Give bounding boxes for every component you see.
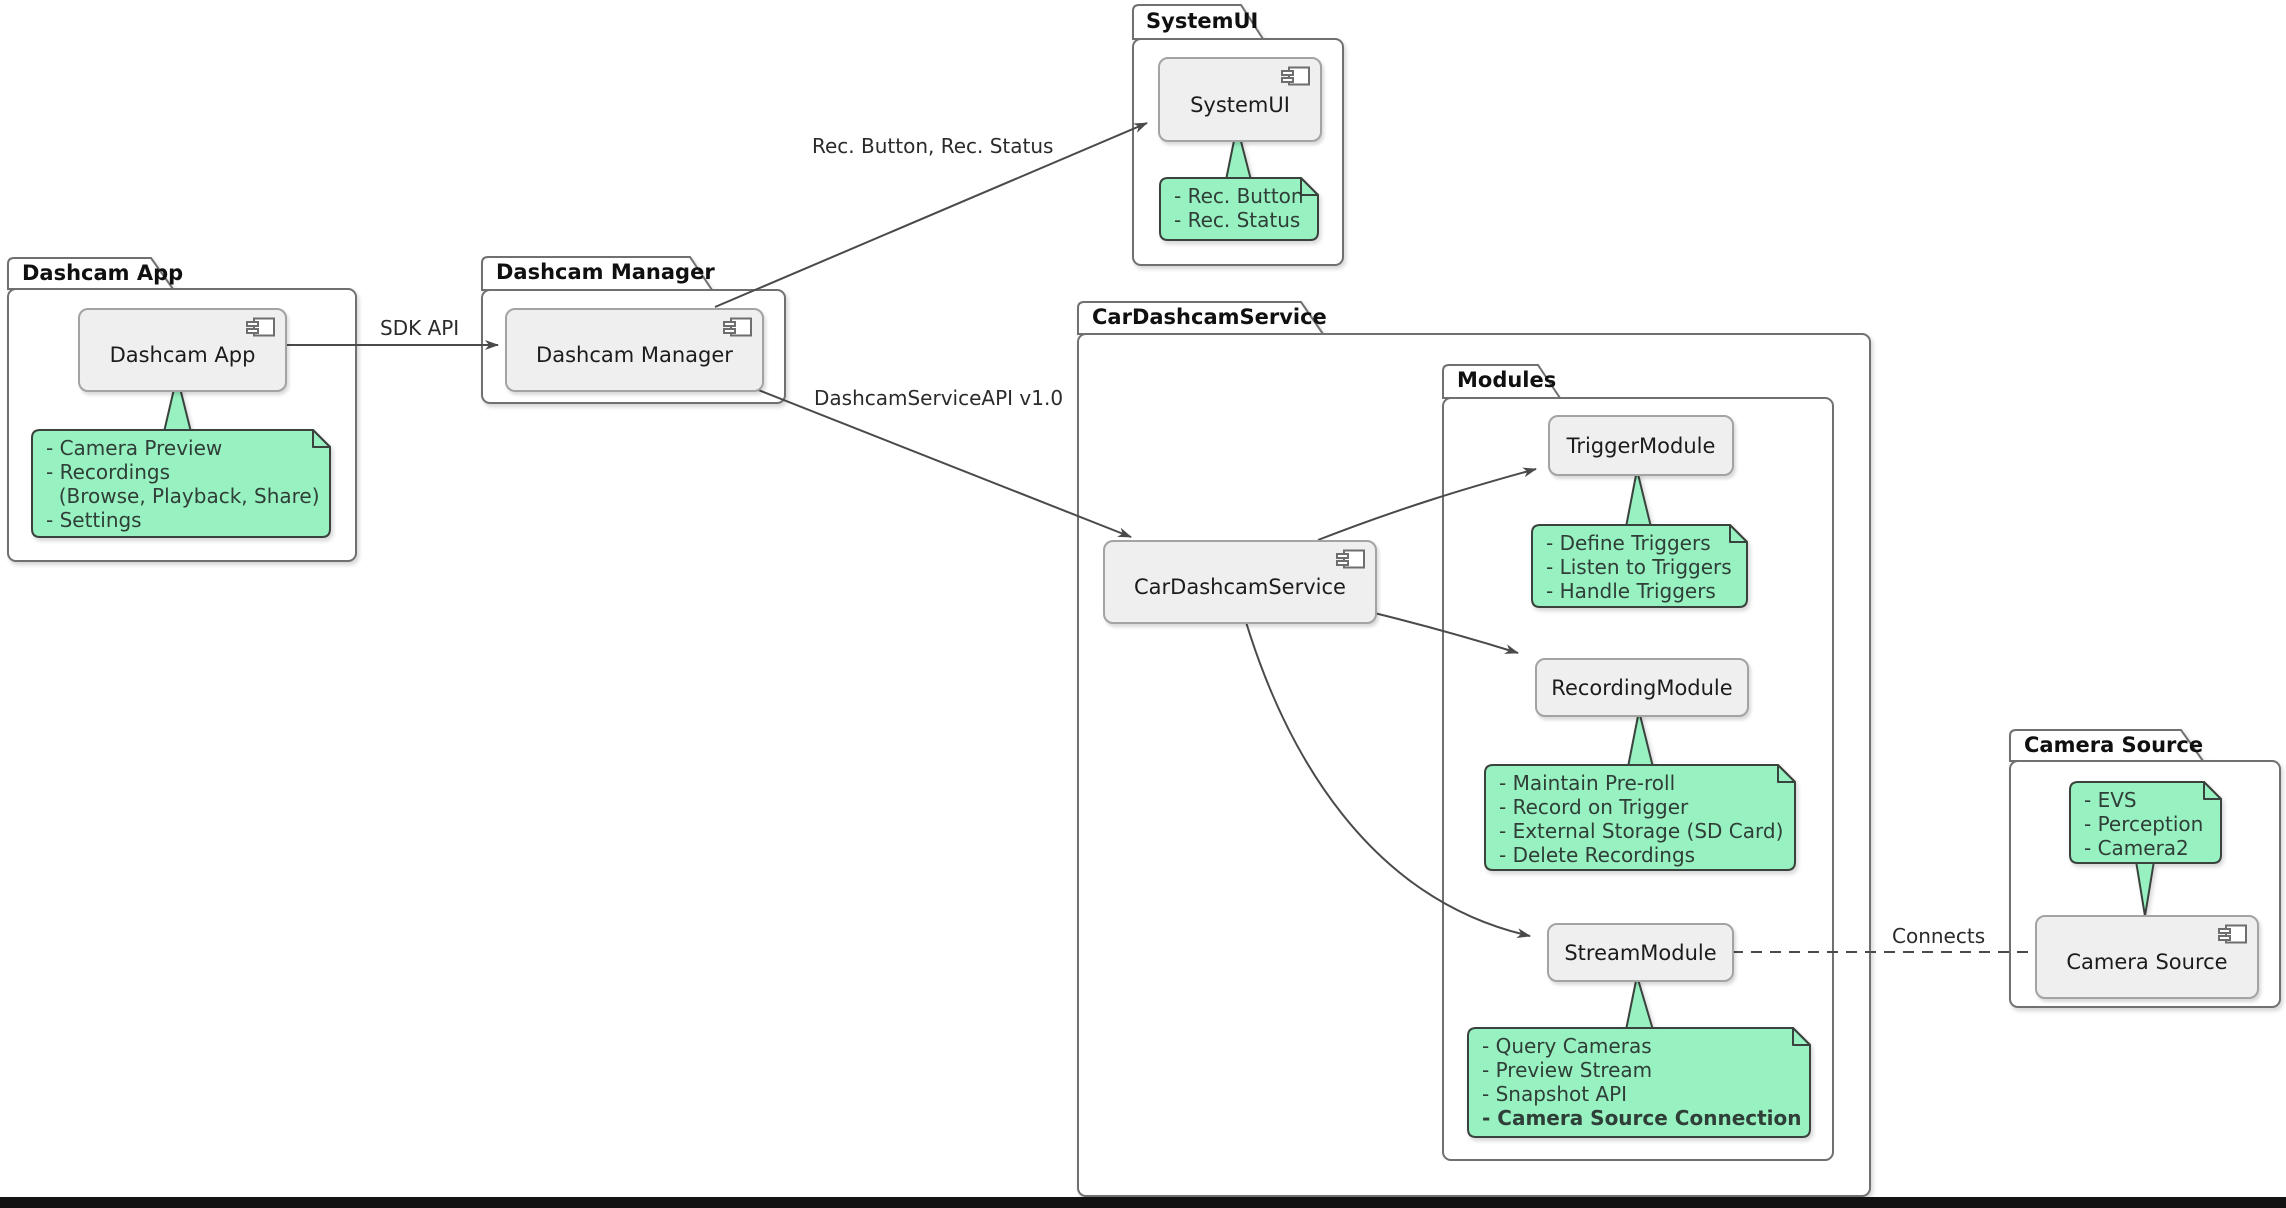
component-label: Dashcam App <box>109 343 256 367</box>
package-title-cardashcamservice: CarDashcamService <box>1092 305 1327 329</box>
edge-label-service-api: DashcamServiceAPI v1.0 <box>814 386 1064 410</box>
note-fold-dashcam-app <box>312 429 331 448</box>
note-line: - Listen to Triggers <box>1546 555 1732 579</box>
note-line: - Rec. Status <box>1174 208 1301 232</box>
component-label: SystemUI <box>1190 92 1290 117</box>
component-label: Camera Source <box>2066 950 2228 974</box>
note-text-camera-source: - EVS- Perception- Camera2 <box>2084 788 2203 860</box>
note-fold-stream-module <box>1792 1027 1811 1046</box>
component-stream-module: StreamModule <box>1547 923 1734 982</box>
package-title-dashcam-app: Dashcam App <box>22 261 184 285</box>
edge-to-stream-module <box>1242 611 1531 939</box>
package-tab-cardashcamservice <box>1077 301 1325 335</box>
package-title-camera-source: Camera Source <box>2024 733 2204 757</box>
component-label: Dashcam Manager <box>536 343 733 367</box>
edge-rec-status <box>714 122 1148 308</box>
note-line: - External Storage (SD Card) <box>1499 819 1784 843</box>
note-text-systemui: - Rec. Button- Rec. Status <box>1174 184 1304 232</box>
note-line: - Perception <box>2084 812 2204 836</box>
note-camera-source <box>2069 781 2222 864</box>
package-tab-dashcam-app <box>7 257 175 290</box>
component-icon <box>1336 549 1365 569</box>
package-tab-camera-source <box>2009 729 2205 762</box>
note-text-recording-module: - Maintain Pre-roll- Record on Trigger- … <box>1499 771 1783 867</box>
note-line: - Query Cameras <box>1482 1034 1652 1058</box>
note-fold-camera-source <box>2203 781 2222 800</box>
package-title-systemui: SystemUI <box>1146 9 1259 33</box>
component-label: StreamModule <box>1564 940 1717 965</box>
edge-to-recording-module <box>1361 609 1519 654</box>
note-text-stream-module: - Query Cameras- Preview Stream- Snapsho… <box>1482 1034 1802 1130</box>
bottom-edge-bar <box>0 1197 2286 1208</box>
package-title-modules: Modules <box>1457 368 1557 392</box>
package-tab-modules <box>1442 364 1562 399</box>
component-dashcam-manager: Dashcam Manager <box>505 308 764 392</box>
package-tab-systemui <box>1132 4 1265 40</box>
component-icon <box>723 317 752 337</box>
note-line: - Record on Trigger <box>1499 795 1689 819</box>
component-recording-module: RecordingModule <box>1535 658 1749 717</box>
note-line: - Handle Triggers <box>1546 579 1716 603</box>
component-label: TriggerModule <box>1566 433 1716 458</box>
component-label: CarDashcamService <box>1134 575 1346 599</box>
note-systemui <box>1159 177 1319 241</box>
note-line: - EVS <box>2084 788 2137 812</box>
note-line: - Snapshot API <box>1482 1082 1628 1106</box>
note-line: - Camera Preview <box>46 436 223 460</box>
component-icon <box>2218 924 2247 944</box>
note-fold-trigger-module <box>1729 524 1748 543</box>
component-trigger-module: TriggerModule <box>1548 415 1734 476</box>
component-icon <box>246 317 275 337</box>
note-line: - Preview Stream <box>1482 1058 1653 1082</box>
note-trigger-module <box>1531 524 1748 608</box>
package-tab-dashcam-manager <box>481 256 714 291</box>
note-dashcam-app <box>31 429 331 538</box>
note-line: - Settings <box>46 508 142 532</box>
note-line: - Camera Source Connection <box>1482 1106 1802 1130</box>
component-icon <box>1281 66 1310 86</box>
note-line: - Maintain Pre-roll <box>1499 771 1676 795</box>
edge-label-connects: Connects <box>1892 924 1986 948</box>
component-label: RecordingModule <box>1551 675 1733 700</box>
note-text-dashcam-app: - Camera Preview- Recordings (Browse, Pl… <box>46 436 320 532</box>
edge-service-api <box>727 377 1132 538</box>
edge-label-sdk-api: SDK API <box>380 316 460 340</box>
edge-to-trigger-module <box>1317 467 1537 541</box>
component-cardashcamservice: CarDashcamService <box>1103 540 1377 624</box>
note-line: - Camera2 <box>2084 836 2189 860</box>
note-text-trigger-module: - Define Triggers- Listen to Triggers- H… <box>1546 531 1732 603</box>
note-fold-systemui <box>1300 177 1319 196</box>
edge-label-rec-status: Rec. Button, Rec. Status <box>812 134 1054 158</box>
note-line: - Delete Recordings <box>1499 843 1696 867</box>
note-fold-recording-module <box>1777 764 1796 783</box>
note-line: - Define Triggers <box>1546 531 1711 555</box>
package-title-dashcam-manager: Dashcam Manager <box>496 260 715 284</box>
note-line: - Recordings <box>46 460 171 484</box>
note-line: - Rec. Button <box>1174 184 1304 208</box>
component-camera-source: Camera Source <box>2035 915 2259 999</box>
note-line: (Browse, Playback, Share) <box>46 484 320 508</box>
component-systemui: SystemUI <box>1158 57 1322 142</box>
note-recording-module <box>1484 764 1796 871</box>
component-dashcam-app: Dashcam App <box>78 308 287 392</box>
note-stream-module <box>1467 1027 1811 1138</box>
